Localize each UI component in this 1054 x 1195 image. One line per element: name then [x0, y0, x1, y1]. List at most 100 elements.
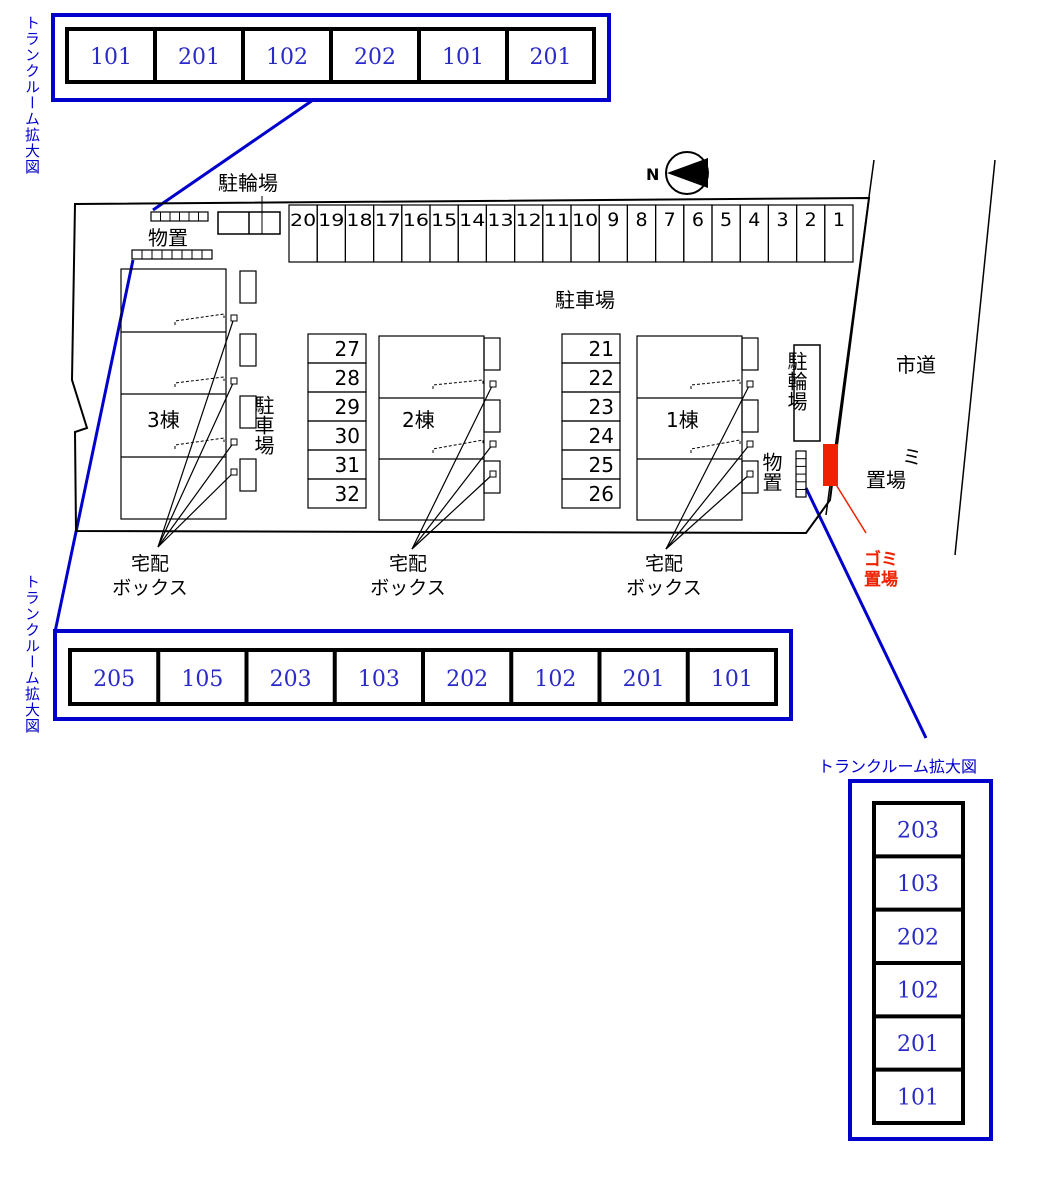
leader-line-top	[152, 98, 314, 212]
balcony	[741, 399, 759, 433]
delivery-dash	[432, 439, 484, 453]
trunk-label-top-vertical: トランクルーム拡大図	[23, 15, 41, 175]
storage-strip-top	[150, 211, 209, 222]
delivery-fan-line	[665, 473, 751, 550]
trunk-cell: 101	[442, 45, 484, 70]
parking-stall-number: 23	[589, 395, 614, 419]
garbage-label-1: ゴミ	[864, 549, 898, 570]
bicycle-parking-top-label: 駐輪場	[218, 171, 278, 195]
leader-line-bottom	[53, 259, 135, 633]
delivery-fan-line	[411, 383, 494, 550]
storage-label-right: 物置	[759, 452, 783, 492]
trunk-label-right: トランクルーム拡大図	[818, 757, 977, 776]
parking-stall-number: 10	[572, 211, 598, 231]
building: 2棟	[378, 335, 501, 521]
parking-stall-number: 12	[516, 211, 542, 231]
balcony	[239, 458, 257, 492]
parking-stall-number: 20	[290, 211, 316, 231]
parking-stall-number: 13	[487, 211, 513, 231]
delivery-dash	[174, 437, 225, 449]
trunk-cell: 201	[530, 45, 572, 70]
parking-label-main: 駐車場	[555, 288, 615, 312]
balcony	[239, 270, 257, 304]
leader-line-right	[804, 487, 928, 739]
trunk-top-cells: 101 201 102 202 101 201	[90, 29, 596, 82]
garbage-leader	[834, 482, 867, 534]
parking-stall-number: 18	[346, 211, 372, 231]
balcony	[483, 460, 501, 494]
delivery-fan-line	[665, 443, 751, 550]
parking-stall-number: 9	[607, 209, 619, 231]
delivery-label-2: ボックス	[626, 577, 701, 599]
parking-stall-number: 3	[776, 209, 788, 231]
north-label: N	[646, 165, 659, 184]
parking-stall-number: 29	[335, 395, 360, 419]
parking-stall-number: 16	[403, 211, 429, 231]
delivery-fan-line	[157, 317, 235, 548]
trunk-right-frame	[848, 779, 993, 1141]
trunk-cell: 102	[897, 979, 939, 1004]
parking-stall-number: 2	[805, 209, 817, 231]
garbage-short-1: ミ	[902, 445, 922, 469]
parking-stall-number: 21	[589, 337, 614, 361]
trunk-cell: 101	[90, 45, 132, 70]
trunk-cell: 105	[181, 667, 223, 692]
parking-stall-number: 8	[635, 209, 647, 231]
balcony	[483, 337, 501, 371]
trunk-bottom-frame	[53, 629, 793, 721]
parking-stall-number: 28	[335, 366, 360, 390]
delivery-slot	[746, 440, 754, 448]
parking-stall-number: 25	[589, 453, 614, 477]
balcony	[239, 395, 257, 429]
delivery-slot	[489, 380, 497, 388]
bicycle-parking-right-label: 駐輪場	[784, 351, 808, 411]
road-label: 市道	[896, 353, 936, 377]
road-edge-right	[954, 159, 996, 556]
trunk-cell: 202	[446, 667, 488, 692]
trunk-cell: 101	[897, 1085, 939, 1110]
building: 1棟	[636, 335, 759, 521]
buildings: 3棟 2棟 1棟	[120, 268, 759, 521]
balcony	[483, 399, 501, 433]
trunk-cell: 201	[178, 45, 220, 70]
delivery-label-2: ボックス	[112, 577, 187, 599]
parking-stall	[307, 478, 367, 509]
balcony	[741, 337, 759, 371]
parking-stall-number: 11	[544, 211, 570, 231]
trunk-cell: 201	[623, 667, 665, 692]
site-boundary	[70, 196, 871, 535]
delivery-label-1: 宅配	[389, 553, 427, 575]
trunk-cell: 202	[354, 45, 396, 70]
parking-stall-number: 19	[318, 211, 344, 231]
garbage-label-2: 置場	[864, 570, 898, 590]
delivery-slot	[230, 468, 238, 476]
building-label: 3棟	[147, 408, 180, 432]
parking-stall-number: 24	[589, 424, 614, 448]
trunk-cell: 102	[534, 667, 576, 692]
parking-stall-number: 31	[335, 453, 360, 477]
parking-stall	[824, 204, 854, 263]
delivery-slot	[746, 380, 754, 388]
trunk-cell: 101	[711, 667, 753, 692]
parking-stall-number: 7	[664, 209, 676, 231]
building-label: 2棟	[402, 408, 435, 432]
trunk-cell: 203	[897, 819, 939, 844]
garbage-short-2: 置場	[866, 468, 906, 492]
delivery-slot	[746, 470, 754, 478]
trunk-cell: 205	[93, 667, 135, 692]
trunk-cell: 102	[266, 45, 308, 70]
north-arrow-icon	[665, 151, 709, 195]
delivery-dash	[174, 376, 225, 387]
delivery-dash	[690, 379, 741, 389]
delivery-slot	[489, 440, 497, 448]
balcony	[741, 460, 759, 494]
building-label: 1棟	[666, 408, 699, 432]
balcony	[239, 333, 257, 367]
